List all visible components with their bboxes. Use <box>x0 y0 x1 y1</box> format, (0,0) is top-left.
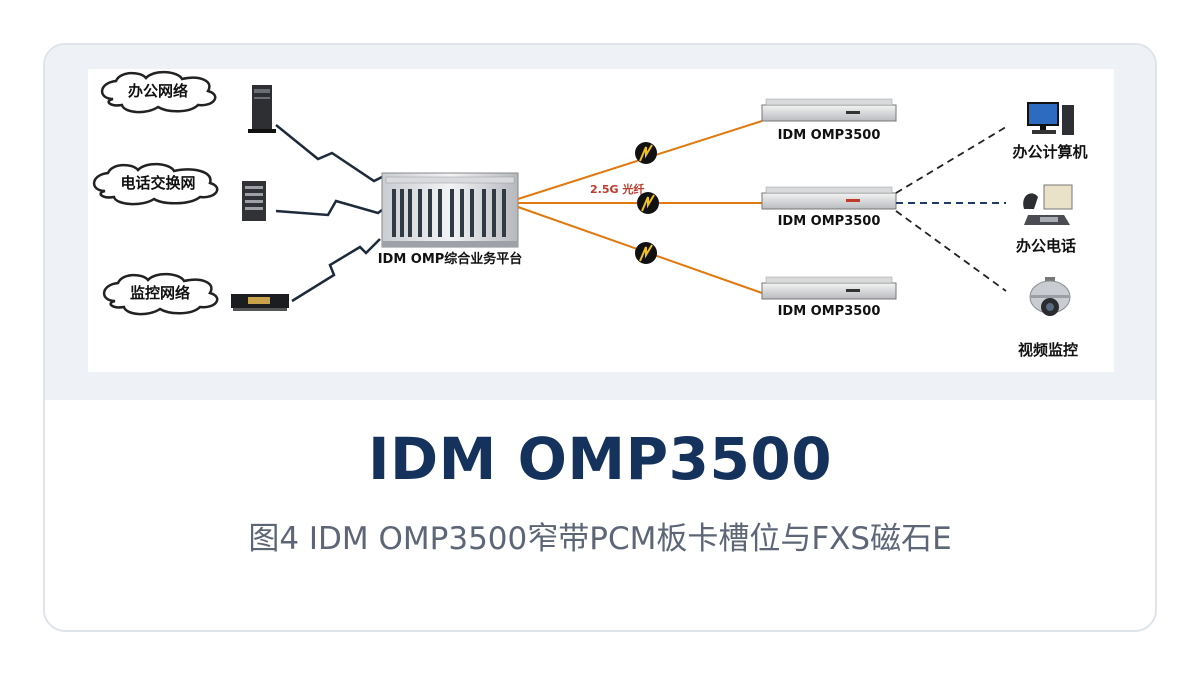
dashed-link-computer <box>895 126 1007 194</box>
figure-band: 办公网络 电话交换网 监控网络 <box>45 45 1155 400</box>
server-icon <box>248 85 276 133</box>
link-monitor <box>291 238 381 303</box>
device-label: IDM OMP3500 <box>778 128 881 143</box>
fiber-connector-icon <box>635 242 657 264</box>
cloud-phone-label: 电话交换网 <box>120 174 195 192</box>
diagram-svg: 办公网络 电话交换网 监控网络 <box>92 70 1088 359</box>
telephone-icon <box>1023 184 1073 225</box>
cloud-office-network: 办公网络 <box>100 70 217 114</box>
endpoint-phone-label: 办公电话 <box>1016 237 1076 255</box>
omp3500-unit-bottom: IDM OMP3500 <box>761 276 897 319</box>
switch-cabinet-icon <box>242 181 266 221</box>
figure-card: 办公网络 电话交换网 监控网络 <box>43 43 1157 632</box>
camera-icon <box>1029 277 1071 316</box>
device-label: IDM OMP3500 <box>778 304 881 319</box>
cloud-phone-network: 电话交换网 <box>92 162 219 206</box>
dashed-link-camera <box>895 210 1007 292</box>
figure-caption: 图4 IDM OMP3500窄带PCM板卡槽位与FXS磁石E <box>248 521 952 557</box>
omp3500-unit-middle: IDM OMP3500 <box>761 186 897 229</box>
cloud-monitor-label: 监控网络 <box>130 284 190 302</box>
platform-chassis <box>381 172 519 248</box>
network-diagram: 办公网络 电话交换网 监控网络 <box>88 69 1114 372</box>
endpoint-computer-label: 办公计算机 <box>1012 143 1087 161</box>
dvr-icon <box>231 294 289 311</box>
fiber-speed-label: 2.5G 光纤 <box>590 182 644 196</box>
cloud-office-label: 办公网络 <box>128 82 188 100</box>
figure-title: IDM OMP3500 <box>367 425 833 493</box>
device-label: IDM OMP3500 <box>778 214 881 229</box>
platform-label: IDM OMP综合业务平台 <box>378 251 523 267</box>
link-office <box>275 124 388 185</box>
cloud-monitor-network: 监控网络 <box>102 272 219 316</box>
computer-icon <box>1027 102 1074 135</box>
link-phone <box>275 199 387 217</box>
fiber-connector-icon <box>635 142 657 164</box>
omp3500-unit-top: IDM OMP3500 <box>761 98 897 143</box>
fiber-connector-icon <box>637 192 659 214</box>
endpoint-camera-label: 视频监控 <box>1018 341 1078 359</box>
